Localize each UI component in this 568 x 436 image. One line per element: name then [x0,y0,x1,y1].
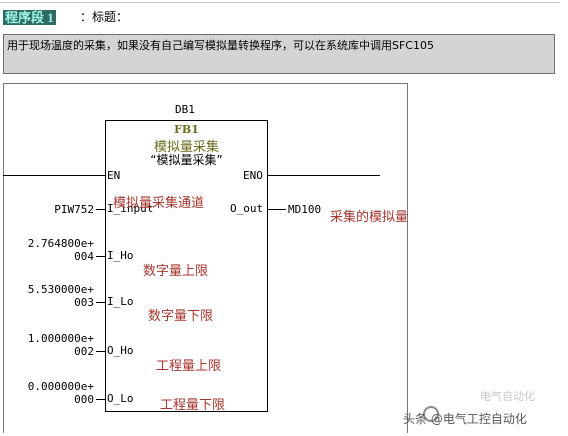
note-o-ho: 工程量上限 [156,359,222,374]
fb-title: 模拟量采集 [153,140,219,155]
pin-i-input: I_input [107,202,154,215]
instance-db-label[interactable]: DB1 [175,103,195,116]
note-i-ho: 数字量上限 [143,264,209,279]
network-comment[interactable]: 用于现场温度的采集，如果没有自己编写模拟量转换程序，可以在系统库中调用SFC10… [3,34,555,74]
input-param-o-ho-line2[interactable]: 002 [74,345,94,358]
output-wire-o-out [268,209,286,210]
note-o-out: 采集的模拟量 [330,210,409,225]
eno-pin[interactable]: ENO [243,169,263,182]
fb-name: FB1 [174,123,199,136]
pin-o-out: O_out [230,202,264,215]
pin-i-ho: I_Ho [107,249,134,262]
en-pin[interactable]: EN [107,169,121,182]
note-i-input: 模拟量采集通道 [113,196,205,211]
fb-comment: “模拟量采集” [150,153,223,167]
input-param-i-input[interactable]: PIW752 [54,203,94,216]
network-label[interactable]: 程序段 1 [3,10,56,25]
top-separator [0,2,560,3]
input-param-o-ho-line1[interactable]: 1.000000e+ [27,332,94,345]
pin-o-lo: O_Lo [107,392,134,405]
note-i-lo: 数字量下限 [148,309,214,324]
input-wire-o-ho [96,351,106,352]
input-param-i-ho-line1[interactable]: 2.764800e+ [27,237,94,250]
input-param-i-lo-line2[interactable]: 003 [74,296,94,309]
note-o-lo: 工程量下限 [160,398,226,413]
watermark-text: 头条 @电气工控自动化 [403,412,527,426]
output-param-o-out[interactable]: MD100 [288,203,322,216]
input-param-i-lo-line1[interactable]: 5.530000e+ [27,283,94,296]
power-rail-left [3,175,106,176]
input-param-o-lo-line2[interactable]: 000 [74,393,94,406]
input-wire-i-lo [96,302,106,303]
watermark-logo-icon [423,406,439,422]
ladder-network-frame [3,83,408,433]
function-block-box[interactable] [105,120,268,412]
input-wire-i-input [96,209,106,210]
input-param-o-lo-line1[interactable]: 0.000000e+ [27,380,94,393]
input-wire-i-ho [96,256,106,257]
input-param-i-ho-line2[interactable]: 004 [74,250,94,263]
network-title[interactable]: ：标题： [80,10,129,24]
power-rail-right [267,175,380,176]
pin-i-lo: I_Lo [107,295,134,308]
input-wire-o-lo [96,399,106,400]
pin-o-ho: O_Ho [107,344,134,357]
watermark-faint-text: 电气自动化 [480,390,535,403]
